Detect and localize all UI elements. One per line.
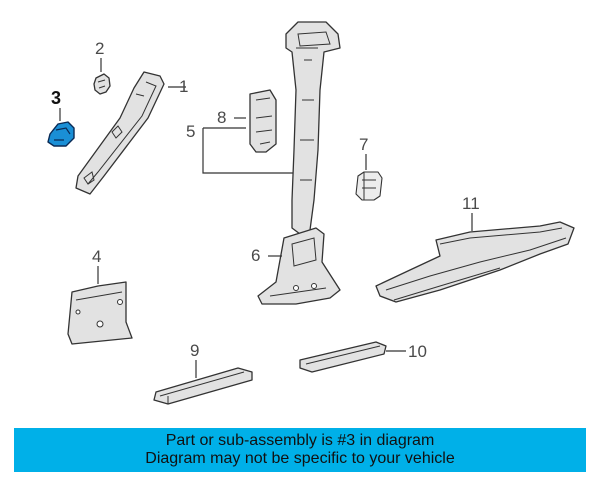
leader-5	[202, 127, 295, 174]
callout-10[interactable]: 10	[408, 342, 427, 361]
callout-8[interactable]: 8	[217, 108, 226, 127]
callout-5[interactable]: 5	[186, 122, 195, 141]
banner-line-2: Diagram may not be specific to your vehi…	[145, 450, 455, 467]
banner-line-1: Part or sub-assembly is #3 in diagram	[165, 432, 435, 449]
part-3-clip-highlighted[interactable]	[47, 121, 75, 147]
part-4-kick-panel[interactable]	[67, 281, 133, 345]
callout-2[interactable]: 2	[95, 39, 104, 58]
part-6-b-pillar-lower-trim[interactable]	[257, 227, 341, 305]
part-7-clip[interactable]	[355, 171, 383, 201]
part-1-a-pillar-trim[interactable]	[75, 71, 165, 195]
callout-4[interactable]: 4	[92, 247, 101, 266]
callout-7[interactable]: 7	[359, 135, 368, 154]
callout-1[interactable]: 1	[179, 77, 188, 96]
part-8-trim-piece[interactable]	[249, 89, 277, 153]
part-10-sill-plate[interactable]	[299, 341, 387, 373]
callout-6[interactable]: 6	[251, 246, 260, 265]
callout-3[interactable]: 3	[51, 88, 61, 108]
part-5-b-pillar-trim[interactable]	[285, 21, 341, 235]
parts-diagram: 2 1 3 8 5 7	[47, 21, 575, 405]
info-banner: Part or sub-assembly is #3 in diagram Di…	[14, 428, 586, 472]
part-11-rocker-panel[interactable]	[375, 221, 575, 303]
callout-11[interactable]: 11	[462, 194, 480, 213]
callout-9[interactable]: 9	[190, 341, 199, 360]
part-2-clip[interactable]	[93, 73, 111, 95]
part-9-scuff-plate[interactable]	[153, 367, 253, 405]
